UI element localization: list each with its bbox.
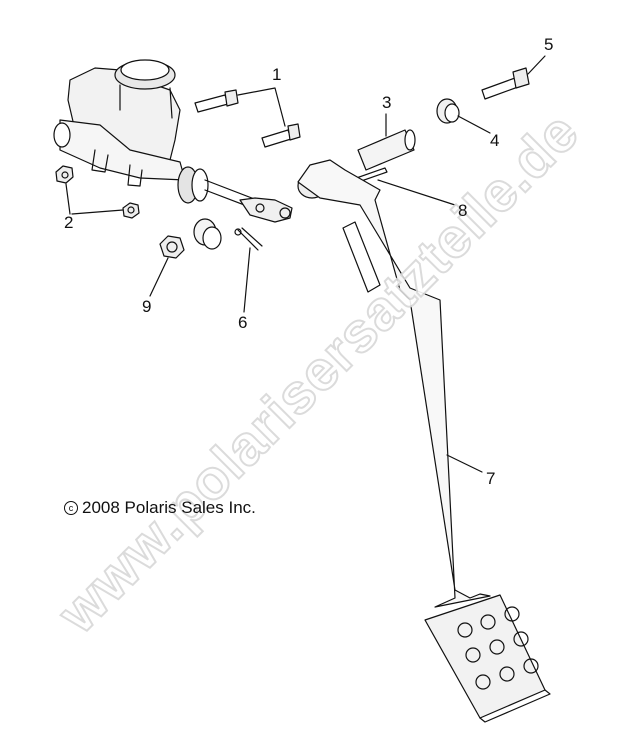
brake-pedal	[297, 159, 551, 723]
sleeve	[357, 129, 416, 171]
leader-9	[149, 257, 169, 297]
leader-7	[446, 454, 483, 473]
callout-9: 9	[142, 297, 152, 316]
leader-8	[377, 179, 456, 206]
callout-3: 3	[382, 93, 392, 112]
leader-5	[527, 55, 546, 75]
callout-5: 5	[544, 35, 554, 54]
pivot-bushing	[436, 98, 460, 124]
nut-upper	[55, 165, 74, 184]
callout-1: 1	[272, 65, 282, 84]
leader-2	[65, 183, 124, 215]
callout-8: 8	[458, 201, 468, 220]
bushing	[193, 218, 222, 250]
copyright-text: 2008 Polaris Sales Inc.	[82, 498, 256, 517]
callout-2: 2	[64, 213, 74, 232]
leader-6	[243, 247, 251, 313]
bolt-upper	[194, 89, 239, 113]
bolt-lower	[261, 123, 301, 148]
callout-6: 6	[238, 313, 248, 332]
leader-4	[457, 115, 491, 134]
callout-4: 4	[490, 131, 500, 150]
copyright-symbol: c	[64, 501, 78, 515]
copyright-notice: c 2008 Polaris Sales Inc.	[64, 498, 256, 518]
pivot-bolt	[481, 67, 530, 100]
cotter-pin	[234, 227, 263, 251]
callout-7: 7	[486, 469, 496, 488]
master-cylinder	[53, 59, 293, 223]
leader-1	[237, 87, 286, 127]
flange-nut	[159, 235, 185, 259]
nut-lower	[122, 202, 140, 219]
